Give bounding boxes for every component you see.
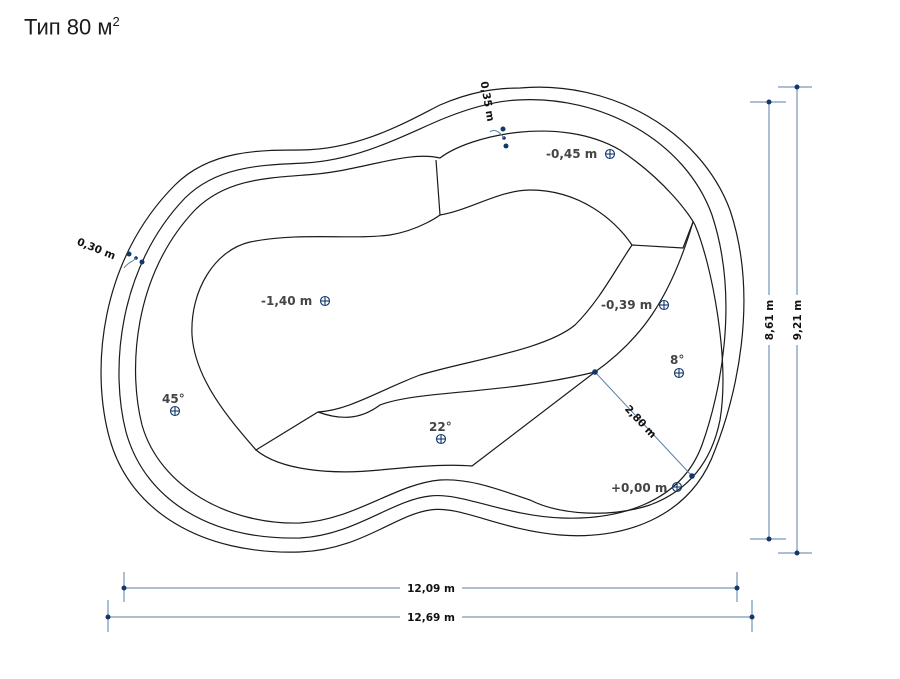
svg-text:+0,00 m: +0,00 m [611, 481, 667, 495]
svg-text:-0,45 m: -0,45 m [546, 147, 597, 161]
marker-deep-depth: -1,40 m [261, 294, 331, 308]
wall-left-label: 0,30 m [75, 236, 117, 262]
svg-text:45°: 45° [162, 392, 185, 406]
inner-height-label: 8,61 m [764, 300, 776, 341]
inner-width-label: 12,09 m [407, 583, 455, 595]
slope-length-label: 2,80 m [622, 403, 658, 441]
svg-text:8°: 8° [670, 353, 684, 367]
entry-step [435, 159, 694, 249]
marker-angle-22: 22° [429, 420, 452, 445]
outer-height-label: 9,21 m [792, 300, 804, 341]
deep-zone [191, 214, 633, 451]
marker-zero-level: +0,00 m [611, 481, 683, 495]
marker-mid-depth: -0,39 m [601, 298, 670, 312]
marker-angle-45: 45° [162, 392, 185, 417]
pool-coping-edge [118, 99, 727, 539]
slope-line [317, 221, 694, 418]
slope-bottom [255, 371, 596, 473]
marker-angle-8: 8° [670, 353, 684, 379]
outer-width-label: 12,69 m [407, 612, 455, 624]
page-title: Тип 80 м2 [24, 14, 120, 40]
svg-text:-1,40 m: -1,40 m [261, 294, 312, 308]
pool-inner-wall [135, 130, 724, 524]
svg-text:-0,39 m: -0,39 m [601, 298, 652, 312]
svg-text:22°: 22° [429, 420, 452, 434]
slope-dimension-line [594, 371, 693, 477]
marker-step-depth: -0,45 m [546, 147, 616, 161]
wall-top-label: 0,35 m [478, 80, 497, 122]
pool-outer-edge [100, 86, 745, 553]
